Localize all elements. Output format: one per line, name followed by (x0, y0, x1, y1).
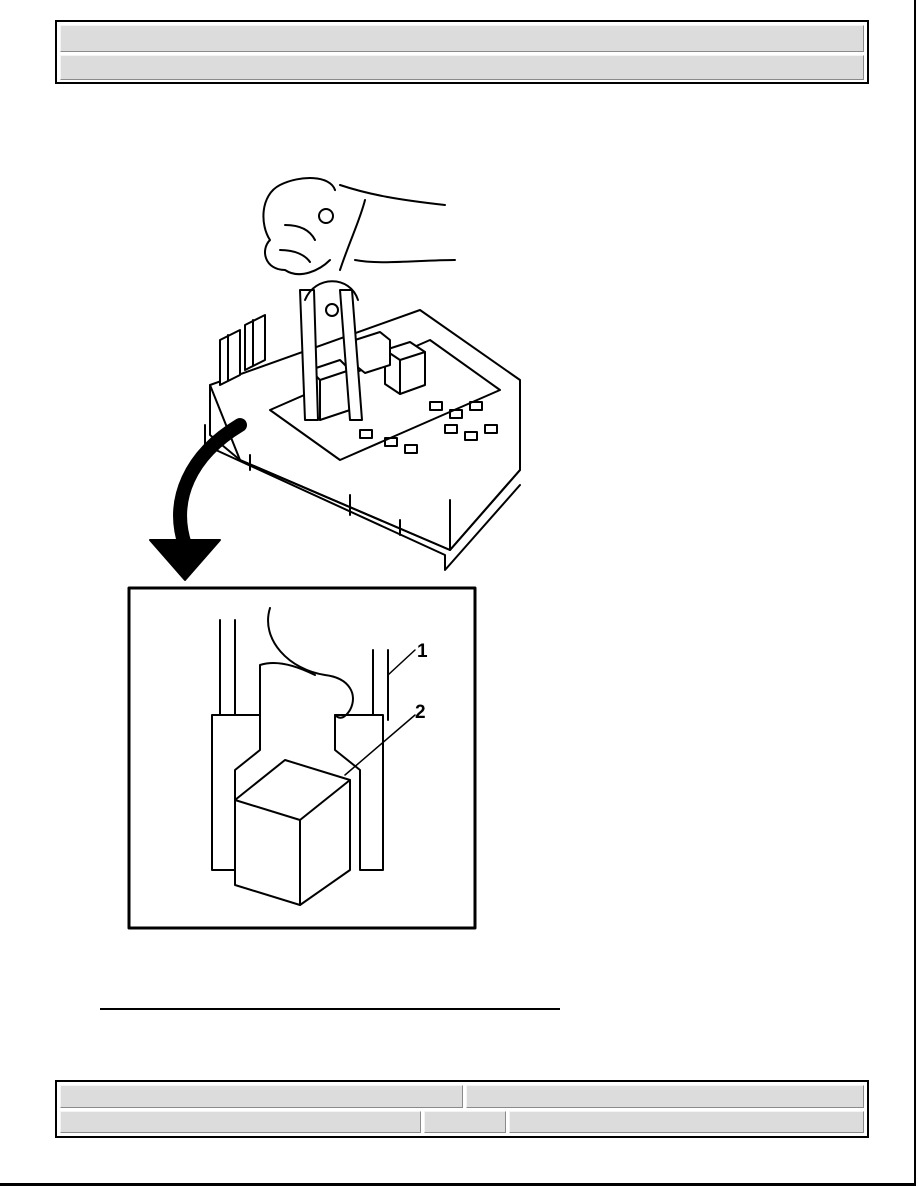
header-title-cell (60, 25, 864, 52)
callout-1: 1 (417, 641, 428, 662)
footer-page-cell (424, 1111, 506, 1133)
header-table (55, 20, 869, 84)
footer-right-cell (466, 1085, 864, 1108)
callout-2: 2 (415, 702, 426, 723)
footer-left-cell (60, 1085, 463, 1108)
footer-table (55, 1080, 869, 1138)
header-subtitle-cell (60, 55, 864, 80)
section-divider (100, 1008, 560, 1010)
fuse-block (204, 309, 521, 571)
relay-puller-pliers (299, 189, 366, 421)
detail-inset (127, 586, 477, 930)
relay-removal-illustration: 1 2 (127, 177, 521, 930)
hand (262, 177, 456, 276)
footer-copyright-cell (60, 1111, 421, 1133)
direction-arrow (149, 418, 247, 581)
footer-source-cell (509, 1111, 864, 1133)
